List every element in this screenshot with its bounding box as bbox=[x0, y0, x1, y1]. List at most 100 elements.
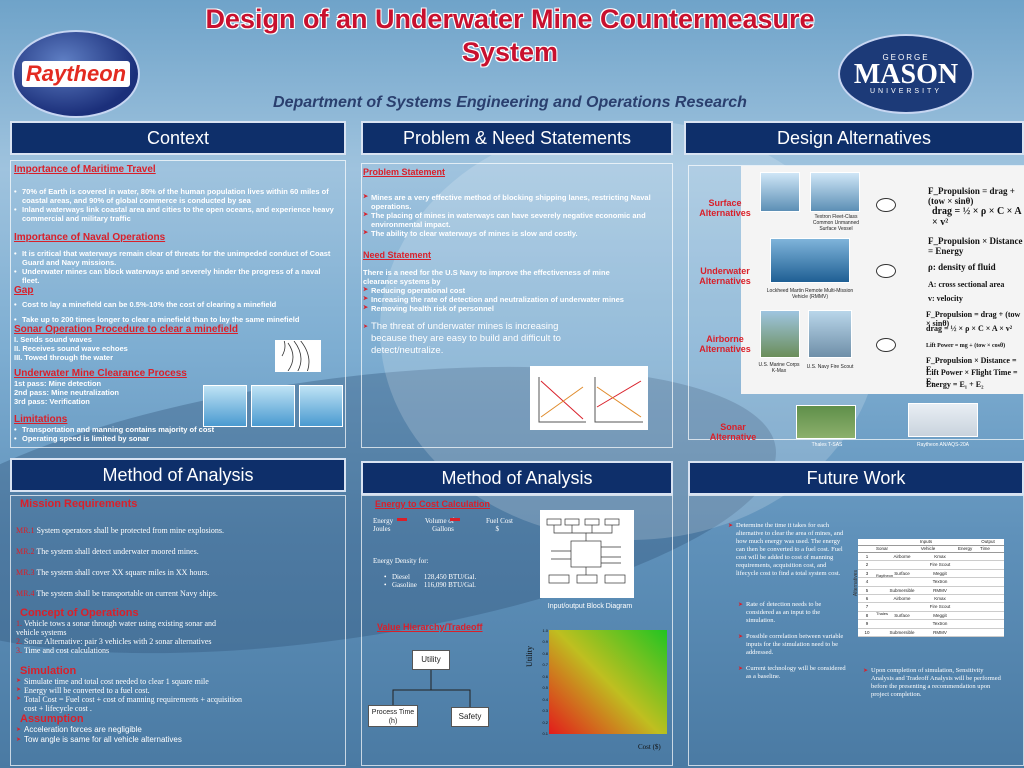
density-legend: ρ: density of fluid bbox=[928, 262, 996, 272]
raytheon-sonar-image bbox=[908, 403, 978, 437]
utility-node: Utility bbox=[412, 650, 450, 670]
table-side-label: Alternatives bbox=[853, 569, 860, 597]
poster-title: Design of an Underwater Mine Countermeas… bbox=[205, 4, 815, 67]
fire-scout-image bbox=[808, 310, 852, 358]
hierarchy-connectors bbox=[392, 670, 471, 707]
method-left-panel bbox=[10, 495, 346, 766]
clearance-heading: Underwater Mine Clearance Process bbox=[14, 368, 187, 379]
simulation-list: Simulate time and total cost needed to c… bbox=[16, 677, 256, 713]
maritime-heading: Importance of Maritime Travel bbox=[14, 164, 156, 175]
raytheon-sonar-caption: Raytheon AN/AQS-20A bbox=[917, 442, 969, 448]
tradeoff-plot-area bbox=[549, 630, 667, 734]
naval-list: It is critical that waterways remain cle… bbox=[14, 249, 340, 285]
surface-drag-equation: drag = ½ × ρ × C × A × v² bbox=[932, 206, 1021, 228]
energy-cost-heading: Energy to Cost Calculation bbox=[375, 499, 491, 509]
airborne-drag-equation: drag = ½ × ρ × C × A × v² bbox=[926, 324, 1013, 333]
velocity-legend: v: velocity bbox=[928, 294, 963, 303]
kmax-helicopter-image bbox=[760, 310, 800, 358]
problem-panel bbox=[361, 163, 673, 448]
future-main-point: Determine the time it takes for each alt… bbox=[728, 522, 850, 578]
thales-sonar-caption: Thales T-SAS bbox=[811, 442, 843, 448]
sonar-wave-image bbox=[275, 335, 321, 385]
fire-scout-caption: U.S. Navy Fire Scout bbox=[806, 364, 854, 370]
clearance-pass1-image bbox=[203, 385, 247, 427]
table-sonar-thales: Thales bbox=[876, 611, 889, 616]
clearance-list: 1st pass: Mine detection 2nd pass: Mine … bbox=[14, 379, 120, 406]
surface-propulsion-equation: F_Propulsion = drag + (tow × sinθ) bbox=[928, 186, 1015, 206]
surface-force-diagram bbox=[876, 198, 896, 212]
gmu-logo: GEORGE MASON UNIVERSITY bbox=[838, 34, 974, 114]
area-legend: A: cross sectional area bbox=[928, 280, 1005, 289]
underwater-force-diagram bbox=[876, 264, 896, 278]
surface-alternatives-label: Surface Alternatives bbox=[699, 198, 751, 218]
future-final-point: Upon completion of simulation, Sensitivi… bbox=[863, 667, 1003, 699]
sonar-procedure-heading: Sonar Operation Procedure to clear a min… bbox=[14, 324, 238, 335]
underwater-alternatives-label: Underwater Alternatives bbox=[699, 266, 751, 286]
arrow-volume-to-cost bbox=[450, 518, 460, 521]
process-time-node: Process Time (h) bbox=[368, 705, 418, 727]
alternatives-table: Inputs Output Sonar Vehicle Energy Time … bbox=[858, 539, 1004, 637]
conops-list: 1. Vehicle tows a sonar through water us… bbox=[16, 619, 217, 655]
method-left-content: Mission Requirements MR.1 System operato… bbox=[16, 498, 342, 745]
mission-requirements-heading: Mission Requirements bbox=[20, 498, 138, 510]
energy-density-list: Diesel 128,450 BTU/Gal. Gasoline 116,090… bbox=[384, 573, 476, 589]
airborne-energy2-equation: Lift Power × Flight Time = E₂ bbox=[926, 368, 1018, 386]
clearance-pass2-image bbox=[251, 385, 295, 427]
need-statement-intro: There is a need for the U.S Navy to impr… bbox=[363, 268, 610, 286]
arrow-energy-to-volume bbox=[397, 518, 407, 521]
kmax-caption: U.S. Marine Corps K-Max bbox=[758, 362, 800, 374]
sonar-procedure-list: I. Sends sound waves II. Receives sound … bbox=[14, 335, 128, 362]
value-hierarchy-heading: Value Hierarchy/Tradeoff bbox=[377, 622, 483, 632]
clearance-pass3-image bbox=[299, 385, 343, 427]
lift-power-equation: Lift Power = mg + (tow × cosθ) bbox=[926, 343, 1006, 349]
mr-3: MR.3 The system shall cover XX square mi… bbox=[16, 568, 210, 577]
need-statement-list: Reducing operational cost Increasing the… bbox=[363, 286, 663, 313]
mine-cost-chart-image bbox=[530, 366, 648, 430]
underwater-vehicle-image bbox=[770, 238, 850, 283]
problem-statement-heading: Problem Statement bbox=[363, 167, 446, 177]
airborne-energy1-equation: F_Propulsion × Distance = E₁ bbox=[926, 356, 1017, 374]
section-header-context: Context bbox=[10, 121, 346, 155]
section-header-problem: Problem & Need Statements bbox=[361, 121, 673, 155]
airborne-alternatives-label: Airborne Alternatives bbox=[699, 334, 751, 354]
limitations-heading: Limitations bbox=[14, 414, 68, 425]
io-diagram-caption: Input/output Block Diagram bbox=[547, 603, 633, 610]
limitations-list: Transportation and manning contains majo… bbox=[14, 425, 340, 443]
assumption-list: Acceleration forces are negligible Tow a… bbox=[16, 725, 342, 745]
section-header-design: Design Alternatives bbox=[684, 121, 1024, 155]
surface-energy-equation: F_Propulsion × Distance = Energy bbox=[928, 236, 1023, 256]
section-header-method-left: Method of Analysis bbox=[10, 458, 346, 492]
tradeoff-x-label: Cost ($) bbox=[638, 743, 661, 751]
mr-2: MR.2 The system shall detect underwater … bbox=[16, 547, 199, 556]
gap-heading: Gap bbox=[14, 285, 34, 296]
safety-node: Safety bbox=[451, 707, 489, 727]
energy-density-heading: Energy Density for: bbox=[373, 557, 429, 565]
surface-vessel-image-1 bbox=[760, 172, 800, 212]
gap-list: Cost to lay a minefield can be 0.5%-10% … bbox=[14, 300, 340, 324]
naval-heading: Importance of Naval Operations bbox=[14, 232, 166, 243]
section-header-future: Future Work bbox=[688, 461, 1024, 495]
mr-1: MR.1 System operators shall be protected… bbox=[16, 526, 224, 535]
section-header-method-mid: Method of Analysis bbox=[361, 461, 673, 495]
department-name: Department of Systems Engineering and Op… bbox=[273, 94, 747, 111]
underwater-vehicle-caption: Lockheed Martin Remote Multi-Mission Veh… bbox=[766, 288, 854, 300]
tradeoff-y-label: Utility bbox=[524, 646, 534, 667]
raytheon-logo: Raytheon bbox=[12, 30, 140, 118]
simulation-heading: Simulation bbox=[20, 665, 77, 677]
problem-statement-list: Mines are a very effective method of blo… bbox=[363, 193, 663, 238]
maritime-list: 70% of Earth is covered in water, 80% of… bbox=[14, 187, 340, 223]
context-panel bbox=[10, 160, 346, 448]
surface-vessel-image-2 bbox=[810, 172, 860, 212]
surface-vessel-caption: Textron Fleet-Class Common Unmanned Surf… bbox=[812, 214, 860, 232]
io-block-diagram bbox=[540, 510, 634, 598]
airborne-force-diagram bbox=[876, 338, 896, 352]
method-mid-panel bbox=[361, 495, 673, 766]
